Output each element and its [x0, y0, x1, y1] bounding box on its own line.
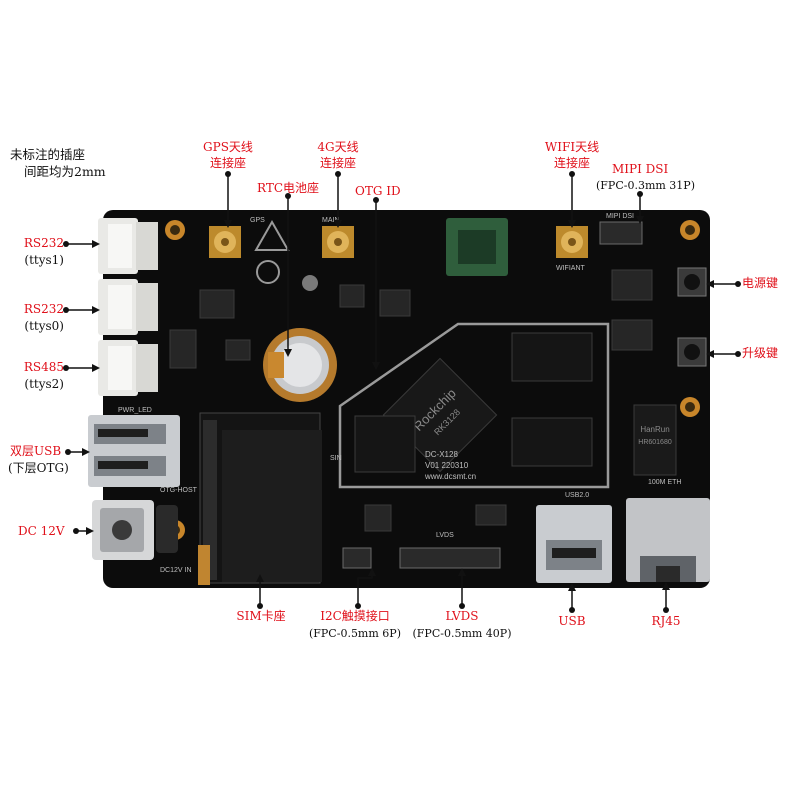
gps-antenna-connector	[209, 226, 241, 258]
esd-warning-mark	[254, 219, 290, 251]
silk-main: MAIN	[322, 217, 340, 224]
pb-free-mark	[256, 260, 280, 284]
rs485-label-line-1: RS485	[23, 360, 64, 374]
rs232-ttys0-label-line-1: RS232	[23, 302, 64, 316]
4g-label-line-2: 连接座	[319, 156, 356, 170]
4g-antenna-connector	[322, 226, 354, 258]
sim-label: SIM卡座	[236, 609, 286, 623]
ddr-chip-1	[511, 332, 593, 382]
rs232-ttys1-connector	[98, 218, 158, 274]
rs232-ttys1-label-line-1: RS232	[23, 236, 64, 250]
silk-gps: GPS	[250, 217, 265, 224]
silk-eth: 100M ETH	[648, 479, 681, 486]
power-key-label: 电源键	[742, 276, 779, 290]
phy-brand: HanRun	[640, 425, 669, 434]
otg-id-label: OTG ID	[355, 184, 401, 198]
power-key-switch	[677, 267, 707, 297]
silk-usb2: USB2.0	[565, 492, 589, 499]
wifi-module	[446, 218, 508, 276]
lvds-fpc-connector	[399, 547, 501, 569]
gps-label-line-1: GPS天线	[203, 140, 253, 154]
ethernet-transformer: HanRun HR601680	[633, 404, 677, 476]
soc-silk-outline	[338, 322, 610, 489]
capacitor	[302, 275, 318, 291]
rs232-ttys0-label-line-2: (ttys0)	[24, 319, 64, 333]
silk-model: DC-X128	[425, 450, 458, 459]
i2c-label-line-1: I2C触摸接口	[320, 609, 390, 623]
rs485-label-line-2: (ttys2)	[24, 377, 64, 391]
silk-mipi: MIPI DSI	[606, 213, 634, 220]
sim-card-holder	[198, 412, 322, 585]
gps-label-line-2: 连接座	[209, 156, 246, 170]
wifi-label-line-1: WIFI天线	[544, 140, 600, 154]
silk-otg-host: OTG-HOST	[160, 487, 198, 494]
usb-label: USB	[558, 614, 586, 628]
silk-version: V01 220310	[425, 461, 469, 470]
silk-pwr-led: PWR_LED	[118, 407, 152, 414]
silk-wifiant: WIFIANT	[556, 265, 585, 272]
dual-usb-port	[88, 415, 180, 487]
silk-lvds: LVDS	[436, 532, 454, 539]
i2c-fpc-connector	[342, 547, 372, 569]
mipi-label-line-1: MIPI DSI	[612, 162, 669, 176]
upgrade-key-label: 升级键	[742, 346, 779, 360]
lvds-label-line-2: (FPC-0.5mm 40P)	[412, 627, 512, 640]
rtc-label: RTC电池座	[257, 181, 320, 195]
mipi-fpc-connector	[599, 221, 643, 245]
rs232-ttys0-connector	[98, 279, 158, 335]
rs485-ttys2-connector	[98, 340, 158, 396]
wifi-label-line-2: 连接座	[553, 156, 590, 170]
rtc-battery-holder	[263, 328, 337, 402]
dc-label: DC 12V	[18, 524, 65, 538]
phy-part: HR601680	[638, 439, 672, 446]
spacing-note-line-1: 未标注的插座	[10, 147, 86, 162]
rj45-port	[626, 498, 710, 582]
emmc-chip	[354, 415, 416, 473]
ddr-chip-2	[511, 417, 593, 467]
dual-usb-label-line-1: 双层USB	[10, 444, 62, 458]
misc-components	[169, 269, 653, 532]
upgrade-key-switch	[677, 337, 707, 367]
rs232-ttys1-label-line-2: (ttys1)	[24, 253, 64, 267]
silk-url: www.dcsmt.cn	[424, 472, 476, 481]
dual-usb-label-line-2: (下层OTG)	[8, 461, 69, 475]
lvds-label-line-1: LVDS	[445, 609, 479, 623]
rj45-label: RJ45	[651, 614, 681, 628]
dc-jack	[92, 500, 178, 560]
i2c-label-line-2: (FPC-0.5mm 6P)	[308, 627, 401, 640]
4g-label-line-1: 4G天线	[317, 140, 359, 154]
mipi-label-line-2: (FPC-0.3mm 31P)	[596, 179, 695, 192]
silk-sin: SIN	[330, 455, 342, 462]
silk-dc12v: DC12V IN	[160, 567, 192, 574]
usb-port	[536, 505, 612, 583]
wifi-antenna-connector	[556, 226, 588, 258]
spacing-note-line-2: 间距均为2mm	[24, 164, 106, 179]
